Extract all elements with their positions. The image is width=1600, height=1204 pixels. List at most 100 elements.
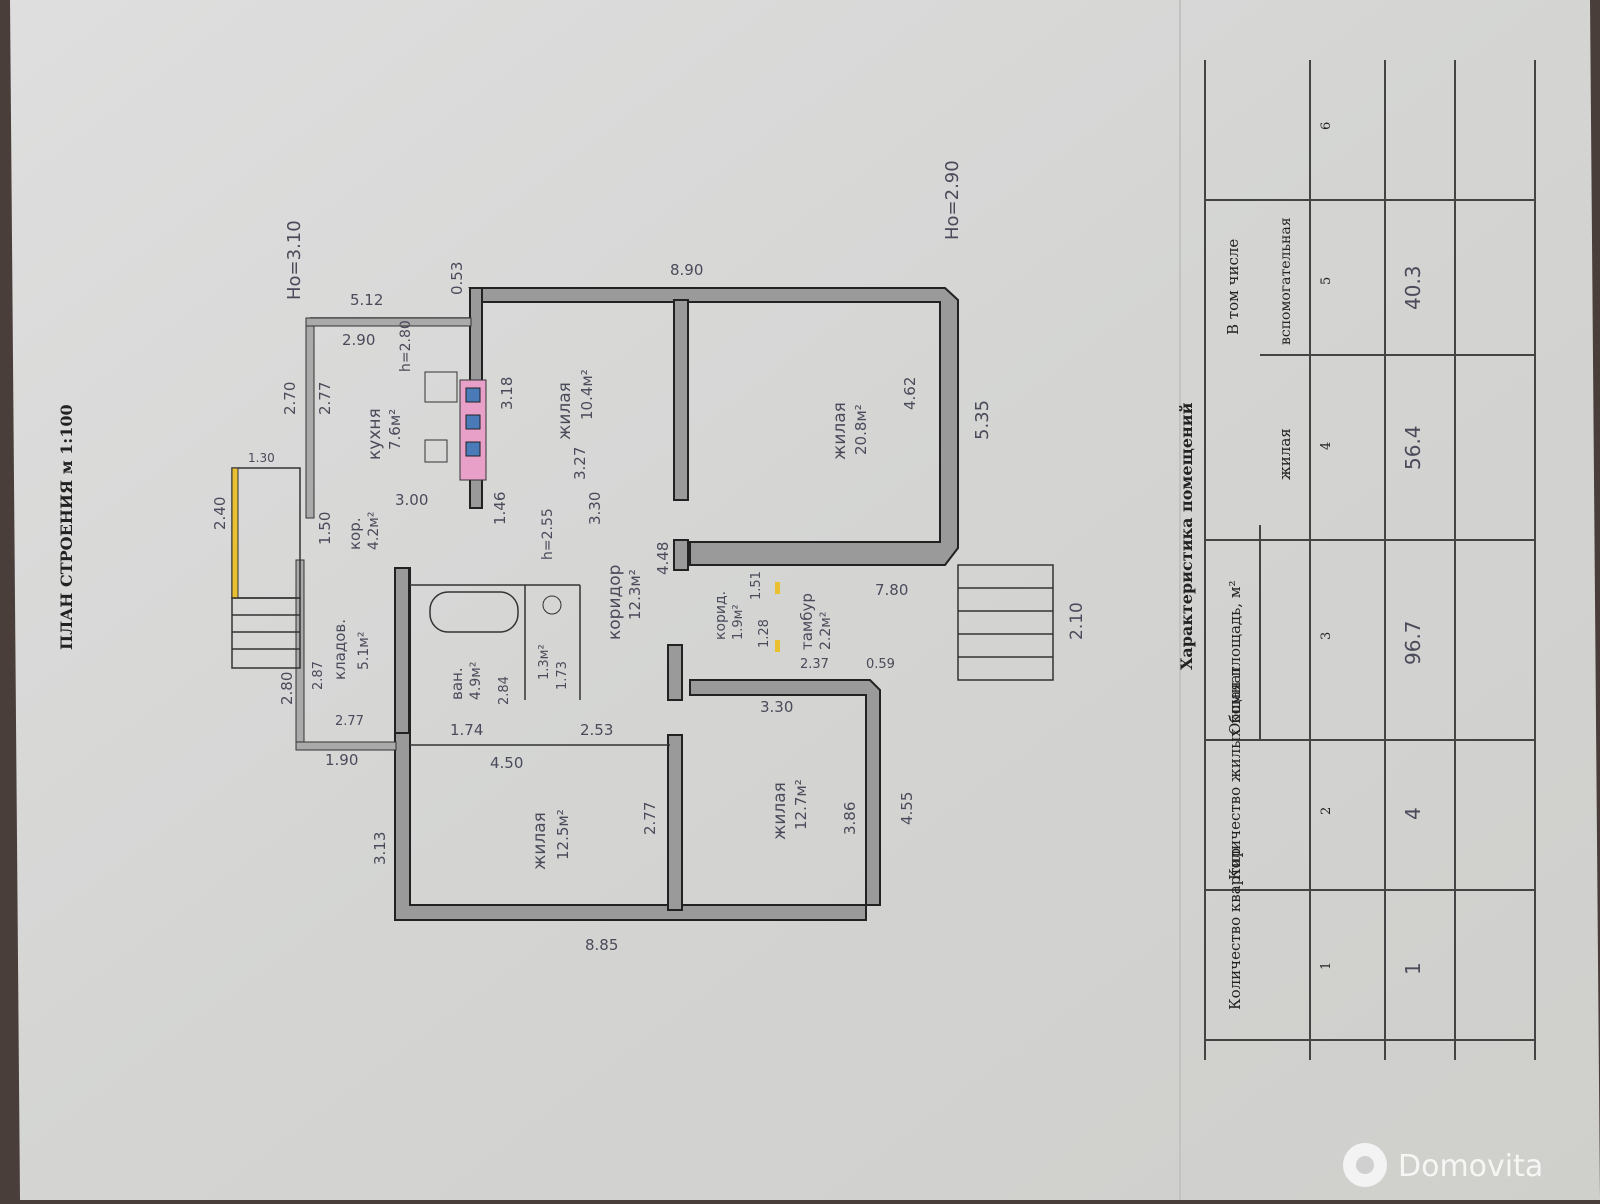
dim-173: 1.73 (555, 661, 570, 690)
dim-210: 2.10 (1067, 602, 1087, 640)
dim-277b: 2.77 (335, 714, 364, 729)
dim-059: 0.59 (866, 657, 895, 672)
dim-313: 3.13 (371, 832, 389, 865)
dim-455: 4.55 (898, 792, 916, 825)
dim-448: 4.48 (654, 542, 672, 575)
header-col-group: В том числе (1224, 239, 1242, 335)
watermark-text: Domovita (1398, 1149, 1543, 1184)
stove-burner-2 (465, 414, 481, 430)
wall-lower-divider-top (667, 644, 683, 701)
kitchen-name: кухня (365, 408, 385, 460)
col-number-6: 6 (1319, 122, 1334, 130)
dim-287: 2.87 (311, 661, 326, 690)
wc-area: 1.3м² (537, 644, 552, 680)
dim-190: 1.90 (325, 751, 358, 769)
cell-total-area: 96.7 (1401, 620, 1425, 665)
dimension-labels: 8.90 5.12 0.53 2.90 2.70 2.77 3.18 4.62 … (211, 261, 1087, 954)
header-col2: Количество жилых комнат (1226, 666, 1244, 880)
small-corridor2-area: 1.9м² (731, 604, 746, 640)
stove-burner-1 (465, 387, 481, 403)
dim-890: 8.90 (670, 261, 703, 279)
watermark: Domovita (1343, 1143, 1543, 1187)
dim-512: 5.12 (350, 291, 383, 309)
header-col1: Количество квартир (1226, 848, 1244, 1010)
dim-290a: 2.90 (342, 331, 375, 349)
bath-name: ван. (448, 667, 466, 700)
toilet (542, 595, 562, 615)
bath-area: 4.9м² (468, 662, 484, 700)
kitchen-area: 7.6м² (386, 409, 404, 450)
dim-780: 7.80 (875, 581, 908, 599)
living-1-name: жилая (555, 382, 575, 440)
header-col4: жилая (1276, 428, 1294, 480)
dim-237: 2.37 (800, 657, 829, 672)
wall-living-divider (673, 299, 689, 501)
living-1-area: 10.4м² (578, 369, 596, 420)
dim-318: 3.18 (498, 377, 516, 410)
living-3-area: 12.5м² (554, 809, 572, 860)
dim-277a: 2.77 (316, 382, 334, 415)
cell-rooms: 4 (1401, 807, 1425, 820)
height-kitchen: h=2.80 (398, 320, 414, 372)
dim-151: 1.51 (749, 571, 764, 600)
window-yellow-2 (775, 640, 780, 652)
living-4-area: 12.7м² (792, 779, 810, 830)
dim-277c: 2.77 (641, 802, 659, 835)
corridor-name: коридор (605, 565, 625, 640)
sink-kitchen (424, 439, 448, 463)
wall-bath (394, 567, 410, 734)
dim-462: 4.62 (901, 377, 919, 410)
dim-253: 2.53 (580, 721, 613, 739)
col-number-2: 2 (1319, 807, 1334, 815)
dim-150: 1.50 (316, 512, 334, 545)
room-labels: кухня 7.6м² жилая 10.4м² жилая 20.8м² жи… (331, 369, 870, 870)
wall-lower-block (394, 567, 881, 921)
wall-living-divider-2 (673, 539, 689, 571)
dim-240: 2.40 (211, 497, 229, 530)
porch-window (231, 467, 239, 599)
stove (459, 379, 487, 481)
characteristics-table: Характеристика помещений Количество квар… (1177, 60, 1536, 1060)
pantry-area: 5.1м² (356, 632, 372, 670)
dim-885: 8.85 (585, 936, 618, 954)
small-corridor-name: кор. (346, 517, 364, 550)
steps-right (957, 564, 1054, 681)
col-number-5: 5 (1319, 277, 1334, 285)
dim-284: 2.84 (497, 676, 512, 705)
steps-left (231, 597, 301, 669)
height-left: Hо=3.10 (284, 220, 305, 300)
wall-kitchen-left (305, 317, 315, 519)
cell-living-area: 56.4 (1401, 425, 1425, 470)
height-right: Hо=2.90 (942, 160, 963, 240)
dim-280: 2.80 (278, 672, 296, 705)
corridor-area: 12.3м² (626, 569, 644, 620)
cell-apartments: 1 (1401, 962, 1425, 975)
dim-174: 1.74 (450, 721, 483, 739)
col-number-3: 3 (1319, 632, 1334, 640)
header-col3: Общая площадь, м² (1226, 580, 1244, 735)
floor-plan (231, 287, 1054, 921)
plan-title: ПЛАН СТРОЕНИЯ м 1:100 (57, 404, 76, 650)
dim-386: 3.86 (841, 802, 859, 835)
dim-300: 3.00 (395, 491, 428, 509)
small-corridor2-name: корид. (713, 591, 729, 640)
dim-270: 2.70 (281, 382, 299, 415)
living-2-name: жилая (830, 402, 850, 460)
dim-327: 3.27 (571, 447, 589, 480)
small-corridor-area: 4.2м² (366, 512, 382, 550)
pantry-name: кладов. (331, 619, 349, 680)
vestibule-name: тамбур (798, 593, 816, 650)
living-2-area: 20.8м² (852, 404, 870, 455)
dim-330b: 3.30 (760, 698, 793, 716)
window-yellow-1 (775, 582, 780, 594)
dim-130: 1.30 (248, 451, 275, 465)
wall-pantry-bottom (295, 741, 397, 751)
gas-stove (424, 371, 458, 403)
living-3-name: жилая (530, 812, 550, 870)
cell-auxiliary-area: 40.3 (1401, 265, 1425, 310)
col-number-1: 1 (1319, 962, 1334, 970)
dim-146: 1.46 (491, 492, 509, 525)
dim-053: 0.53 (448, 262, 466, 295)
